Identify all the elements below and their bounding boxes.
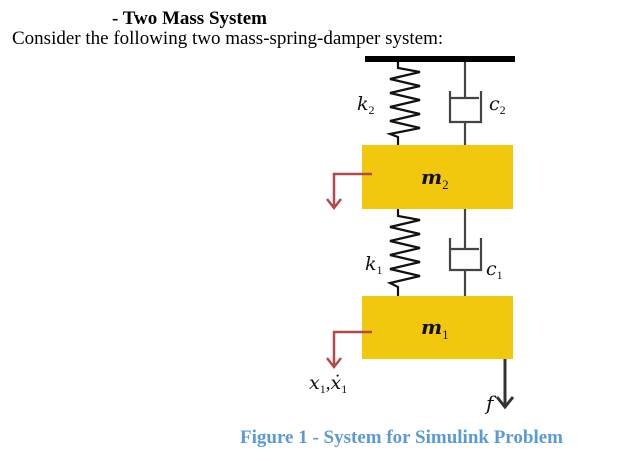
damper-c1 <box>448 209 483 296</box>
label-k2: k2 <box>357 93 375 117</box>
label-x1-x1dot: x1,ẋ1 <box>309 372 347 396</box>
label-c2: c2 <box>489 93 506 117</box>
spring-k2 <box>386 62 421 145</box>
displacement-arrow-x2 <box>326 172 372 211</box>
intro-text: Consider the following two mass-spring-d… <box>12 28 444 49</box>
label-k1: k1 <box>365 253 383 277</box>
section-heading: - Two Mass System <box>112 8 267 29</box>
fixed-support <box>365 56 515 62</box>
force-arrow-f <box>495 359 515 410</box>
label-m2: m2 <box>421 165 449 192</box>
displacement-arrow-x1 <box>326 330 372 370</box>
mass-m1 <box>362 296 513 359</box>
label-force-f: f <box>484 391 497 415</box>
damper-c2 <box>448 62 483 145</box>
figure-caption: Figure 1 - System for Simulink Problem <box>240 427 563 448</box>
spring-k1 <box>386 209 421 296</box>
mass-m2 <box>362 145 513 209</box>
label-m1: m1 <box>421 315 449 342</box>
label-c1: c1 <box>486 258 503 282</box>
